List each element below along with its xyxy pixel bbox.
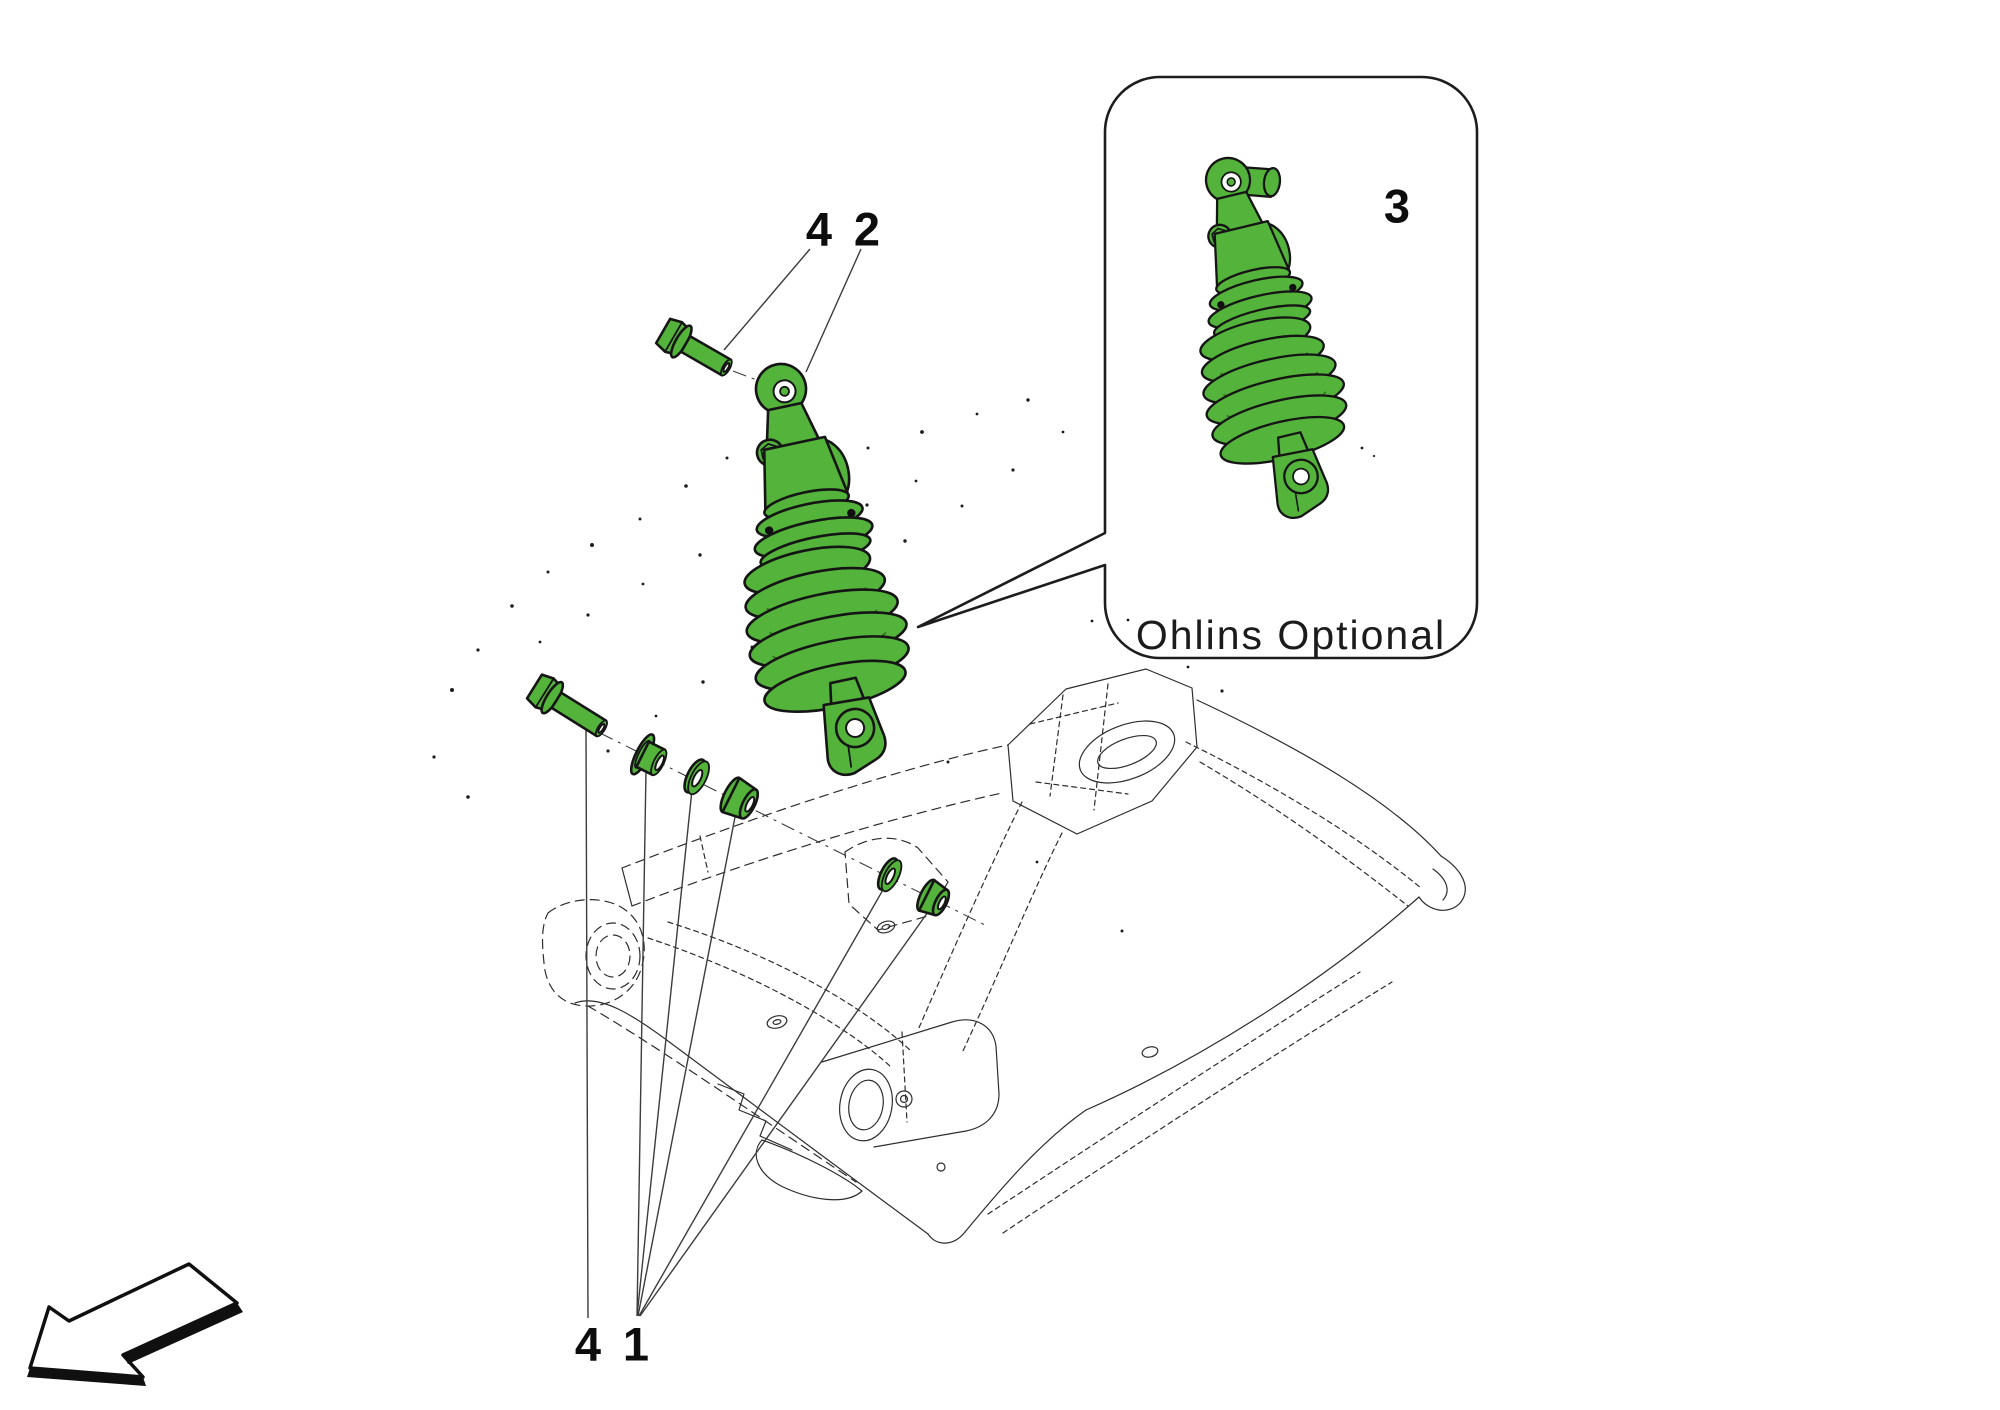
swingarm-drawing (541, 668, 1466, 1244)
callout-label-lower-bolt: 4 (574, 1317, 602, 1371)
lower-mount-bolt (525, 673, 608, 738)
main-shock-spring (743, 545, 910, 713)
leader-lines (585, 223, 1389, 1319)
spacer-bushing-thick (719, 776, 760, 820)
upper-mount-bolt (654, 317, 733, 377)
spacer-washer-mounted (876, 857, 903, 893)
spacer-bushing-mounted (916, 878, 951, 917)
callout-label-upper-bolt: 4 (805, 202, 833, 256)
inset-callout-box (916, 75, 1479, 660)
ohlins-shock-absorber (1199, 156, 1348, 519)
callout-label-ohlins-shock: 3 (1383, 179, 1411, 233)
callout-label-spacers: 1 (622, 1317, 650, 1371)
spacer-bushing-flanged (629, 733, 668, 777)
main-shock-absorber (743, 362, 910, 776)
callout-label-shock: 2 (853, 202, 881, 256)
spacer-washer-thin (683, 758, 710, 796)
inset-caption: Ohlins Optional (1135, 612, 1447, 658)
direction-arrow-icon (27, 1262, 243, 1386)
